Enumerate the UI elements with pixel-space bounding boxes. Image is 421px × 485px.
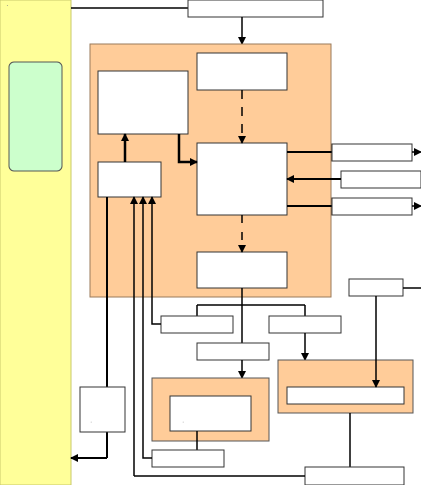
small-left-box (97, 161, 162, 198)
bottom-center-box (196, 251, 288, 289)
mid-left-box (160, 315, 234, 334)
lower-inner-box (169, 395, 252, 432)
arrow-upper-to-center (177, 134, 198, 166)
right-box-2 (340, 170, 421, 189)
center-box (196, 142, 288, 216)
right-box-1 (331, 143, 413, 162)
bottom-right-box (304, 466, 405, 485)
top-center-box (196, 52, 288, 91)
legend-box (8, 61, 63, 172)
inner-box-dot: · (182, 419, 184, 426)
upper-left-box (97, 70, 189, 135)
bottom-small-box (151, 449, 225, 468)
feedback-line-2 (139, 196, 152, 459)
feedback-line-3 (148, 196, 161, 325)
mid-right-box (268, 315, 342, 334)
mid-center-box (196, 342, 270, 361)
far-right-box (348, 278, 404, 297)
right-box-3 (331, 197, 413, 216)
left-box (79, 386, 126, 433)
top-box (187, 0, 324, 18)
sidebar-dot: · (6, 1, 9, 10)
left-box-dot: · (90, 419, 92, 426)
right-panel-inner-box (286, 386, 405, 405)
